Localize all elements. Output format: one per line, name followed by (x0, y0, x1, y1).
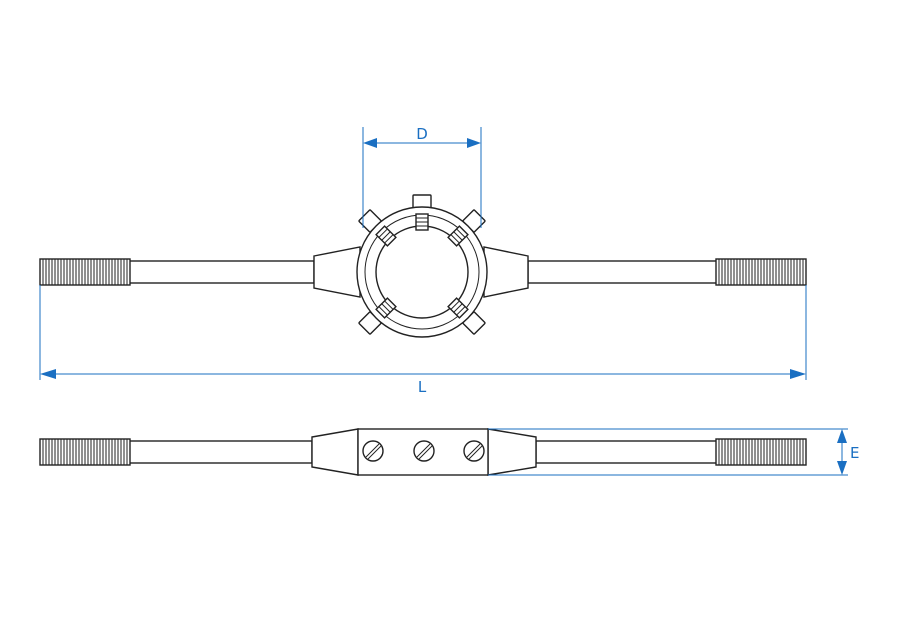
left-handle-side (39, 428, 359, 476)
inner-screws (375, 213, 469, 319)
dimension-e-label: E (850, 444, 859, 462)
right-handle-top (483, 246, 807, 298)
holder-body-side (357, 428, 489, 476)
dimension-l: L (39, 285, 807, 396)
screw-head-left (362, 440, 384, 462)
left-grip-knurling (42, 259, 128, 285)
dimension-d-label: D (416, 125, 428, 143)
right-grip-knurling (718, 259, 804, 285)
right-grip-knurling-side (718, 439, 804, 465)
screw-head-center (413, 440, 435, 462)
dimension-d: D (362, 125, 482, 228)
top-view: D L (39, 125, 807, 396)
right-handle-side (487, 428, 807, 476)
left-handle-top (39, 246, 361, 298)
left-grip-knurling-side (42, 439, 128, 465)
side-view: E (39, 428, 859, 476)
dimension-l-label: L (418, 378, 427, 396)
screw-head-right (463, 440, 485, 462)
dimension-e: E (488, 428, 859, 476)
